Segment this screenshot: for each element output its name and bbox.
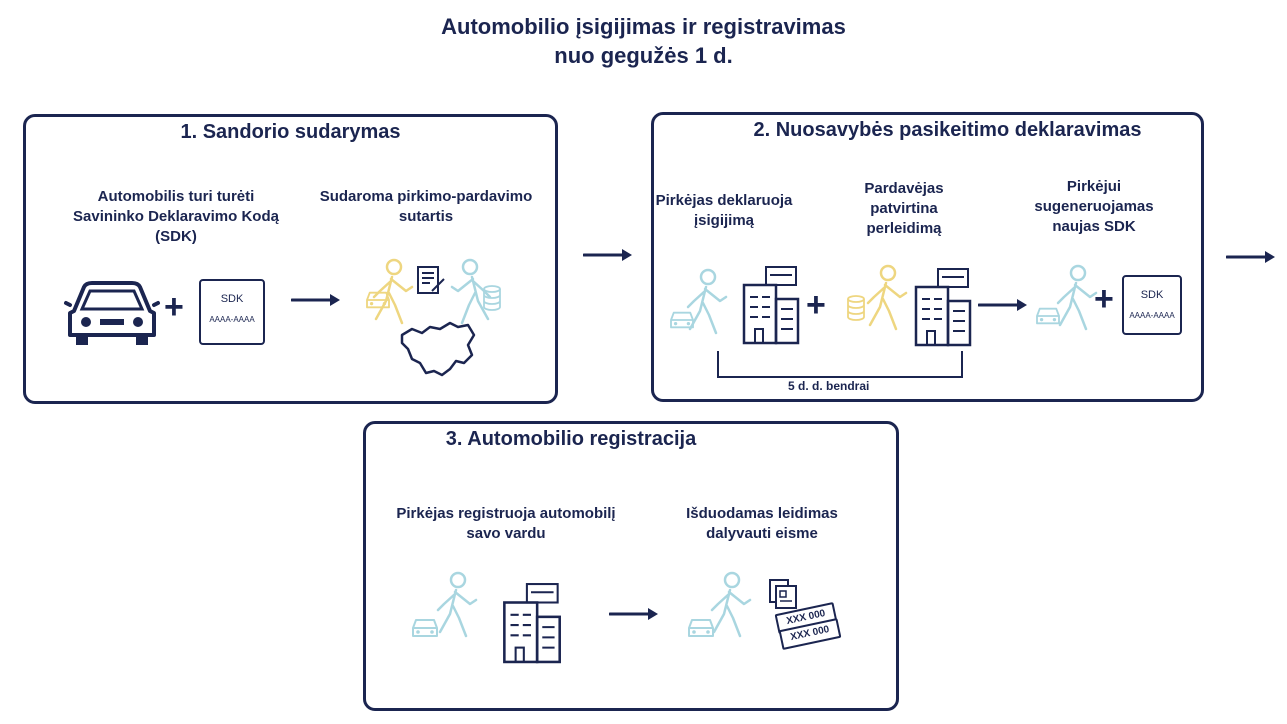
arrow-right-icon bbox=[978, 298, 1030, 312]
lithuania-map-icon bbox=[400, 321, 476, 377]
car-small-icon bbox=[1034, 305, 1062, 327]
step-label-permit-issued: Išduodamas leidimas dalyvauti eisme bbox=[686, 505, 838, 542]
seller-walker-icon bbox=[856, 263, 916, 343]
car-small-icon bbox=[686, 616, 716, 640]
panel-title: 2. Nuosavybės pasikeitimo deklaravimas bbox=[753, 119, 1142, 141]
step-label-buyer-registers: Pirkėjas registruoja automobilį savo var… bbox=[396, 505, 616, 542]
arrow-right-icon bbox=[583, 248, 635, 262]
bracket-label: 5 d. d. bendrai bbox=[788, 379, 870, 393]
sdk-card-code: AAAA-AAAA bbox=[209, 315, 255, 324]
car-icon bbox=[64, 281, 160, 345]
page-title-line2: nuo gegužės 1 d. bbox=[554, 43, 733, 68]
arrow-right-icon bbox=[609, 607, 661, 621]
plus-sign: + bbox=[164, 288, 184, 326]
plus-sign: + bbox=[806, 286, 826, 324]
panel-registration: 3. Automobilio registracija Pirkėjas reg… bbox=[363, 421, 899, 711]
arrow-right-icon bbox=[1226, 250, 1278, 264]
document-icon bbox=[769, 579, 797, 609]
panel-transaction: 1. Sandorio sudarymas Automobilis turi t… bbox=[23, 114, 558, 404]
sdk-card-label: SDK bbox=[220, 293, 244, 305]
building-icon bbox=[740, 265, 800, 345]
sdk-card-code: AAAA-AAAA bbox=[1129, 311, 1175, 320]
step-label-sdk: Automobilis turi turėti Savininko Deklar… bbox=[73, 188, 279, 245]
step-label-contract: Sudaroma pirkimo-pardavimo sutartis bbox=[319, 188, 533, 225]
panel-title: 1. Sandorio sudarymas bbox=[180, 121, 401, 143]
step-label-buyer-declares: Pirkėjas deklaruoja įsigijimą bbox=[655, 192, 793, 229]
car-small-icon bbox=[364, 289, 392, 311]
coins-icon bbox=[482, 283, 502, 313]
building-icon bbox=[912, 267, 972, 347]
contract-icon bbox=[417, 266, 445, 294]
step-label-seller-confirms: Pardavėjas patvirtina perleidimą bbox=[864, 180, 944, 237]
bracket-line bbox=[717, 351, 963, 378]
sdk-card: SDK AAAA-AAAA bbox=[1122, 275, 1182, 335]
plus-sign: + bbox=[1094, 280, 1114, 318]
page-title: Automobilio įsigijimas ir registravimas … bbox=[0, 12, 1287, 70]
panel-ownership-declaration: 2. Nuosavybės pasikeitimo deklaravimas P… bbox=[651, 112, 1204, 402]
step-label-new-sdk: Pirkėjui sugeneruojamas naujas SDK bbox=[1034, 178, 1154, 235]
sdk-card-label: SDK bbox=[1140, 289, 1164, 301]
buyer-walker-icon bbox=[676, 267, 736, 347]
car-small-icon bbox=[410, 616, 440, 640]
sdk-card: SDK AAAA-AAAA bbox=[199, 279, 265, 345]
panel-title: 3. Automobilio registracija bbox=[445, 428, 697, 450]
car-small-icon bbox=[668, 309, 696, 331]
arrow-right-icon bbox=[291, 293, 343, 307]
building-icon bbox=[500, 582, 562, 664]
page-title-line1: Automobilio įsigijimas ir registravimas bbox=[441, 14, 846, 39]
